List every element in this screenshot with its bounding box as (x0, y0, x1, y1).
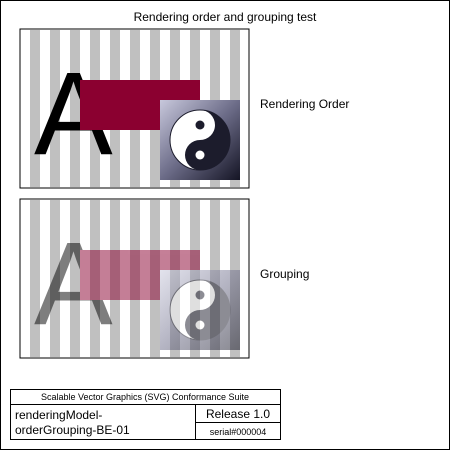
panel-label: Grouping (260, 267, 309, 281)
release-label: Release 1.0 (206, 407, 270, 421)
yin-yang-icon (169, 109, 231, 171)
image-tile (160, 100, 240, 180)
serial-label: serial#000004 (210, 427, 267, 437)
stripe (70, 200, 80, 357)
stripe (50, 30, 60, 187)
stripe (70, 30, 80, 187)
panel-rendering-order: A Rendering Order (19, 28, 349, 189)
suite-title: Scalable Vector Graphics (SVG) Conforman… (41, 392, 249, 402)
test-name-line2: orderGrouping-BE-01 (15, 423, 130, 437)
panel-label: Rendering Order (260, 97, 349, 111)
image-tile (160, 270, 240, 350)
page-title: Rendering order and grouping test (134, 10, 317, 24)
yin-yang-icon (169, 279, 231, 341)
footer-frame (10, 389, 281, 440)
test-name-line1: renderingModel- (15, 408, 102, 422)
translucent-group: A (34, 218, 240, 350)
stripe (30, 30, 40, 187)
stripe (50, 200, 60, 357)
stripe (30, 200, 40, 357)
panel-grouping: A Grouping (19, 198, 309, 359)
suite-footer: Scalable Vector Graphics (SVG) Conforman… (10, 389, 281, 440)
